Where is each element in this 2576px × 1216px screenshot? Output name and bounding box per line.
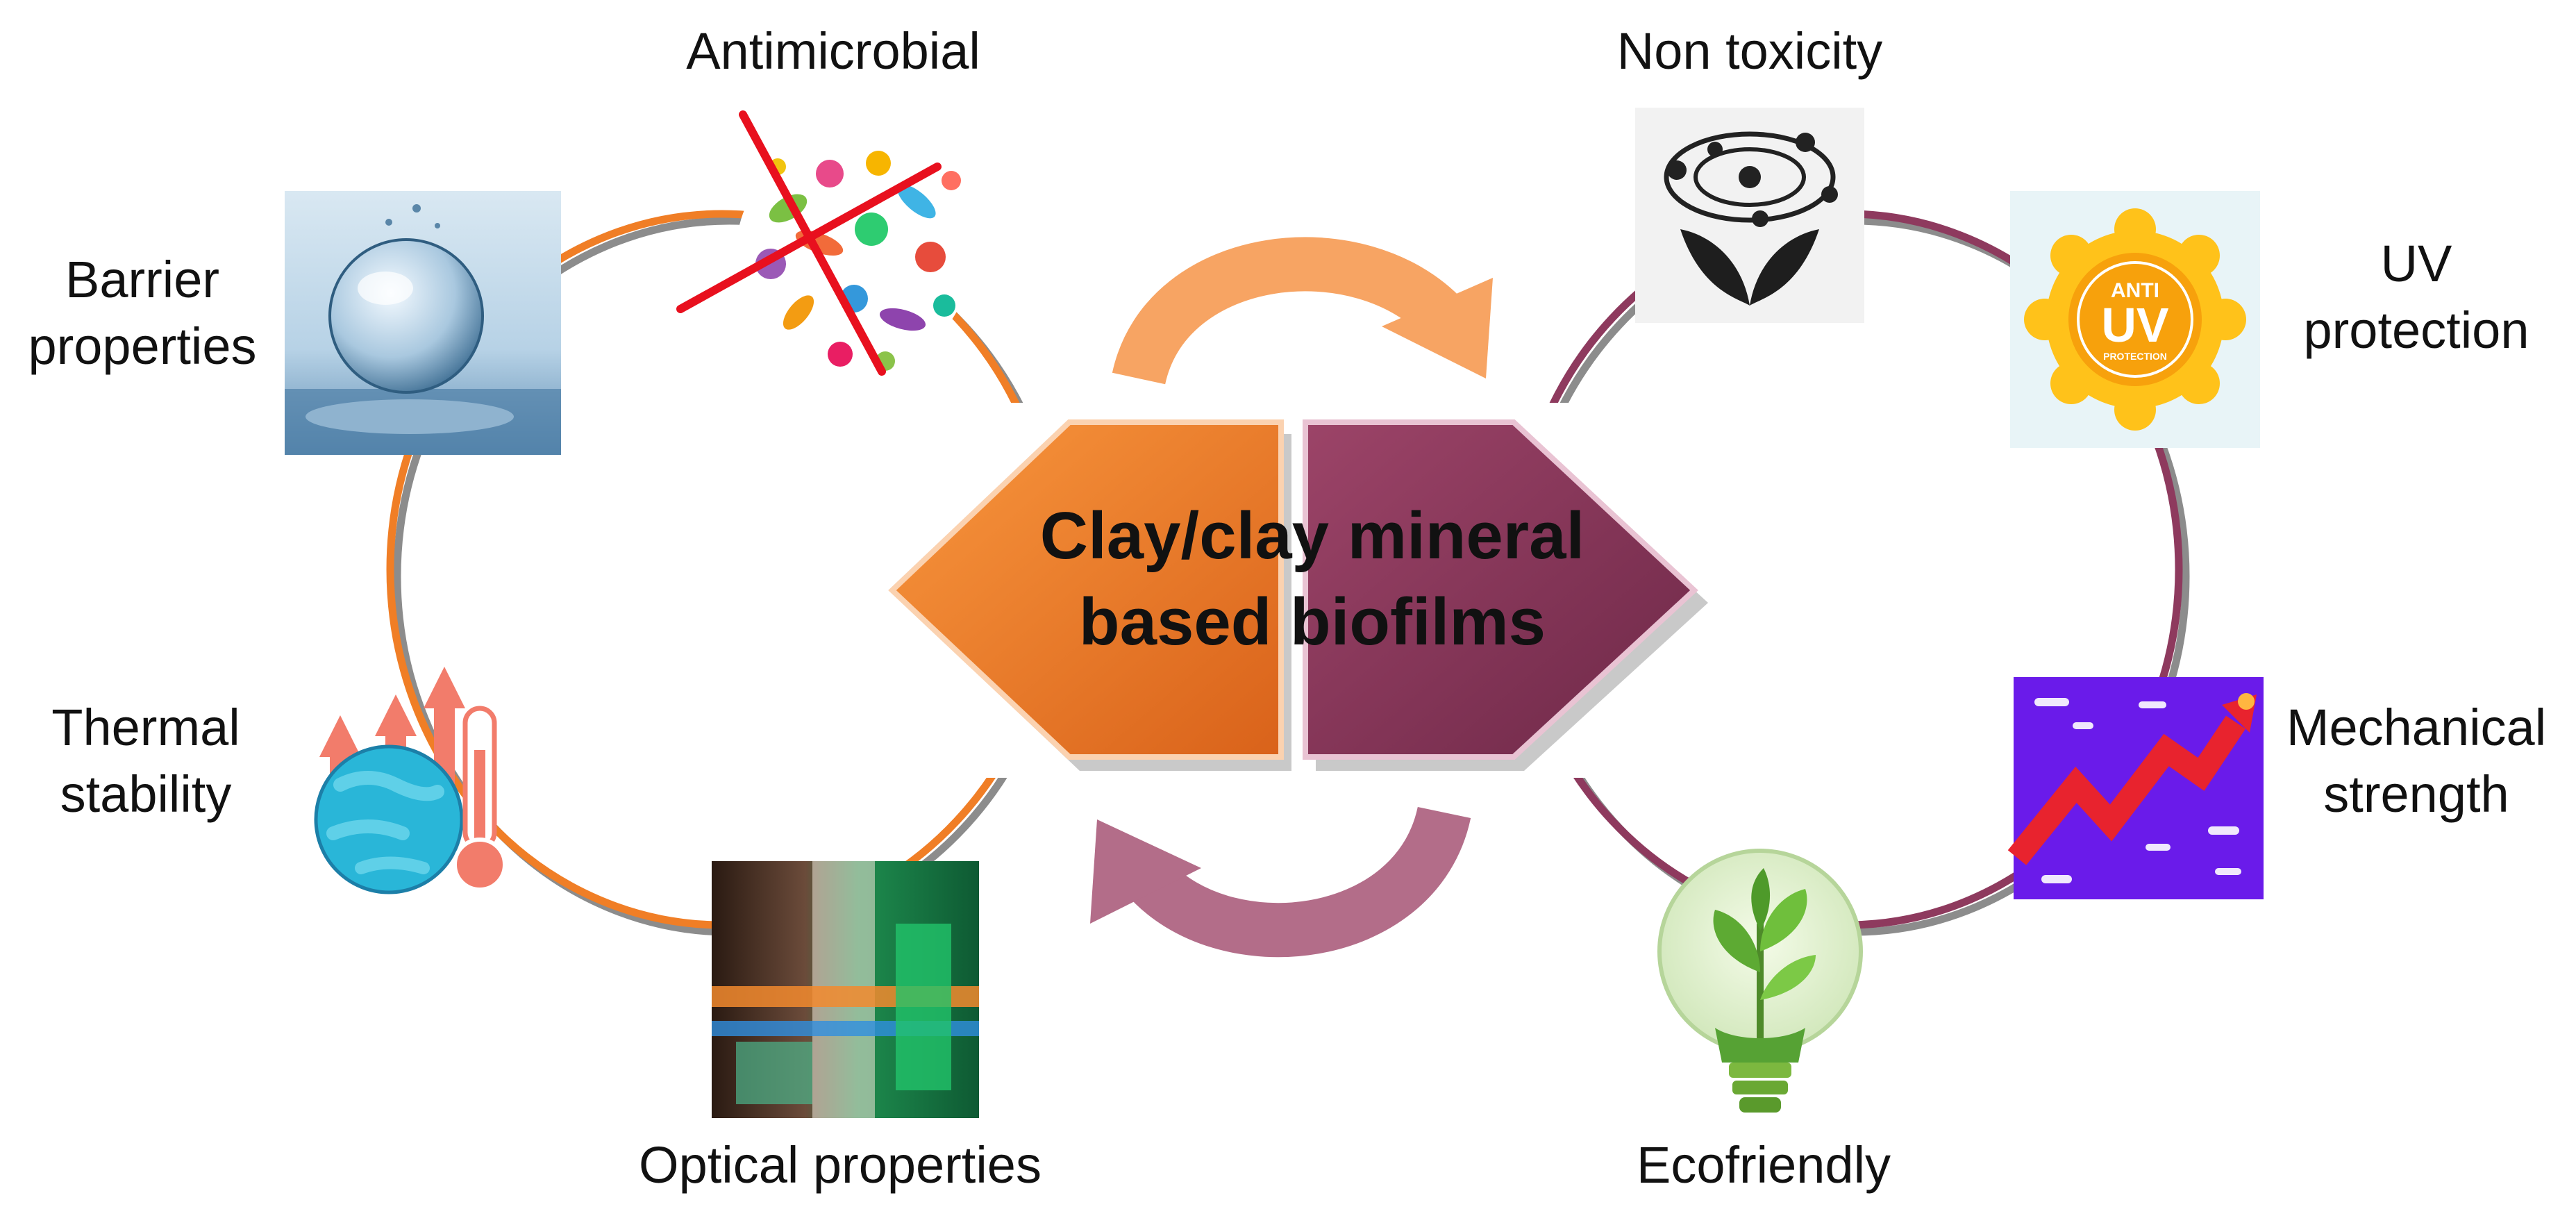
sun-badge-icon: ANTI UV PROTECTION [2010,191,2260,448]
microbes-crossed-icon [676,110,972,376]
label-antimicrobial: Antimicrobial [686,22,980,80]
atom-leaves-icon [1635,108,1864,323]
uv-badge-top: ANTI [2111,279,2159,302]
rising-arrow-icon [2007,677,2264,899]
label-barrier-properties: Barrier properties [28,251,257,375]
label-non-toxicity: Non toxicity [1616,22,1883,80]
center-title: Clay/clay mineral based biofilms [1039,499,1585,659]
label-uv-protection: UV protection [2303,235,2529,359]
uv-badge-main: UV [2101,298,2169,352]
label-optical-properties: Optical properties [639,1136,1042,1194]
water-drop-icon [285,191,561,455]
label-thermal-stability: Thermal stability [51,699,240,823]
top-cycle-arrow [1112,237,1493,385]
light-prism-icon [712,861,979,1118]
bottom-cycle-arrow [1090,806,1471,958]
globe-thermometer-icon [314,667,507,894]
label-ecofriendly: Ecofriendly [1636,1136,1891,1194]
label-mechanical-strength: Mechanical strength [2286,699,2547,823]
center-shape [888,419,1708,771]
uv-badge-bottom: PROTECTION [2103,351,2167,362]
plant-bulb-icon [1657,849,1863,1113]
